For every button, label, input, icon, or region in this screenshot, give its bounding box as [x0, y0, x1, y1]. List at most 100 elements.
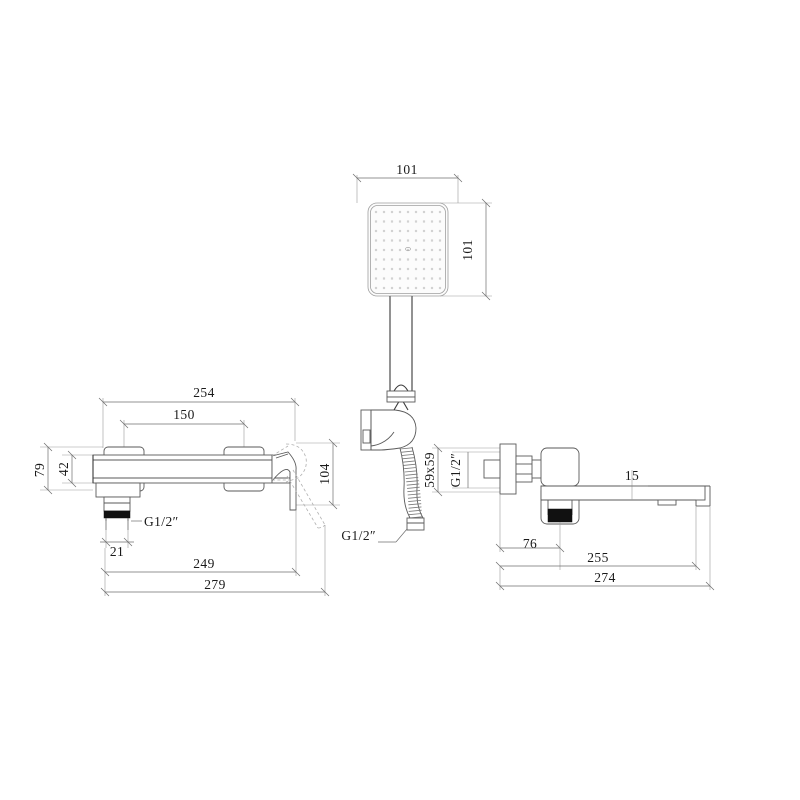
shower-nozzle: [390, 210, 394, 214]
shower-nozzle: [414, 229, 418, 233]
shower-nozzle: [398, 220, 402, 223]
hand-shower-flex-hose: [399, 446, 424, 519]
shower-nozzle: [390, 267, 394, 271]
shower-nozzle: [374, 239, 378, 242]
hose-thread-label: G1/2″: [341, 528, 376, 543]
shower-nozzle: [438, 220, 442, 223]
mixer-249-label: 249: [193, 556, 214, 571]
shower-nozzle: [438, 248, 442, 252]
hose-rib: [405, 473, 418, 476]
shower-nozzle: [374, 210, 378, 214]
mixer-body-view: 254 150 79 42: [32, 385, 340, 597]
hose-rib: [402, 460, 416, 463]
shower-nozzle: [430, 258, 434, 261]
shower-nozzle: [390, 286, 394, 290]
shower-nozzle: [374, 248, 378, 252]
hose-rib: [401, 453, 414, 456]
shower-nozzle: [398, 286, 402, 290]
spout-body-size-dimension: 59x59: [422, 443, 500, 497]
shower-nozzle: [438, 258, 442, 261]
mixer-thread-label: G1/2″: [144, 514, 179, 529]
spout-body-size-label: 59x59: [422, 452, 437, 488]
mixer-150-dimension: 150: [119, 407, 249, 448]
shower-nozzle: [414, 277, 418, 280]
bracket-slot: [362, 429, 371, 444]
shower-nozzle: [438, 210, 442, 214]
shower-nozzle: [406, 267, 410, 271]
shower-nozzle: [406, 210, 410, 214]
shower-nozzle: [382, 239, 386, 242]
shower-nozzle: [382, 210, 386, 214]
shower-nozzle: [422, 258, 426, 261]
mixer-lever-handle-ghost: [271, 443, 326, 529]
shower-nozzle: [430, 267, 434, 271]
spout-255-label: 255: [587, 550, 608, 565]
hose-rib: [407, 490, 421, 493]
hose-thread-leader: G1/2″: [341, 528, 408, 543]
hose-rib: [405, 476, 419, 479]
spout-wall-plate: [483, 443, 517, 495]
hex-nut-body: [515, 455, 533, 483]
shower-nozzle: [398, 239, 402, 242]
mixer-254-label: 254: [193, 385, 214, 400]
hose-end-nut: [406, 517, 425, 531]
shower-nozzle: [430, 248, 434, 252]
shower-nozzle: [398, 210, 402, 214]
shower-nozzle: [382, 286, 386, 290]
hose-rib: [404, 467, 417, 470]
mixer-79-label: 79: [32, 463, 47, 477]
hose-rib: [408, 499, 422, 502]
shower-riser-pipe: [389, 295, 413, 391]
mixer-150-label: 150: [173, 407, 194, 422]
hose-rib: [407, 496, 421, 499]
hand-shower-hose-nut: [406, 517, 425, 531]
mixer-inlet-collar: [103, 496, 131, 512]
head-width-dimension: 101: [352, 162, 463, 203]
hose-rib: [406, 483, 420, 486]
shower-nozzle: [398, 267, 402, 271]
shower-nozzle: [374, 220, 378, 223]
shower-nozzle: [414, 258, 418, 261]
shower-nozzle: [390, 277, 394, 280]
hand-shower-head-body: [370, 409, 417, 451]
mixer-body-bar: [92, 454, 291, 484]
hose-rib: [408, 503, 422, 506]
shower-nozzle: [438, 277, 442, 280]
hose-rib: [403, 463, 416, 466]
shower-nozzle: [430, 286, 434, 290]
spout-diverter-button[interactable]: [547, 508, 573, 523]
shower-nozzle: [422, 210, 426, 214]
mixer-inlet-thread-band: [103, 510, 131, 519]
hose-rib: [400, 450, 413, 453]
shower-nozzle: [398, 229, 402, 233]
shower-nozzle: [414, 239, 418, 242]
spout-274-label: 274: [594, 570, 615, 585]
spout-arm-bar: [540, 485, 706, 501]
shower-nozzle: [406, 220, 410, 223]
hose-rib: [407, 486, 420, 489]
mixer-inlet-assembly: [95, 482, 141, 530]
mixer-lever-handle[interactable]: [271, 451, 297, 511]
shower-nozzle: [374, 286, 378, 290]
shower-head-view: 101 101: [352, 162, 492, 398]
shower-nozzle: [414, 267, 418, 271]
head-width-label: 101: [396, 162, 417, 177]
shower-nozzle: [414, 210, 418, 214]
hose-coil-ribs: [399, 447, 423, 519]
spout-body-upper: [540, 447, 580, 487]
shower-nozzle: [390, 239, 394, 242]
shower-head-nozzle-grid: [374, 210, 442, 290]
spout-76-label: 76: [523, 536, 537, 551]
spout-thread-label: G1/2″: [448, 453, 463, 488]
mixer-21-dimension: 21: [100, 521, 134, 559]
shower-nozzle: [390, 220, 394, 223]
shower-nozzle: [382, 229, 386, 233]
hand-shower-head: [370, 409, 417, 451]
hose-rib: [399, 447, 413, 450]
mixer-79-dimension: 79: [32, 442, 103, 495]
shower-nozzle: [422, 239, 426, 242]
shower-nozzle: [438, 267, 442, 271]
shower-nozzle: [406, 286, 410, 290]
